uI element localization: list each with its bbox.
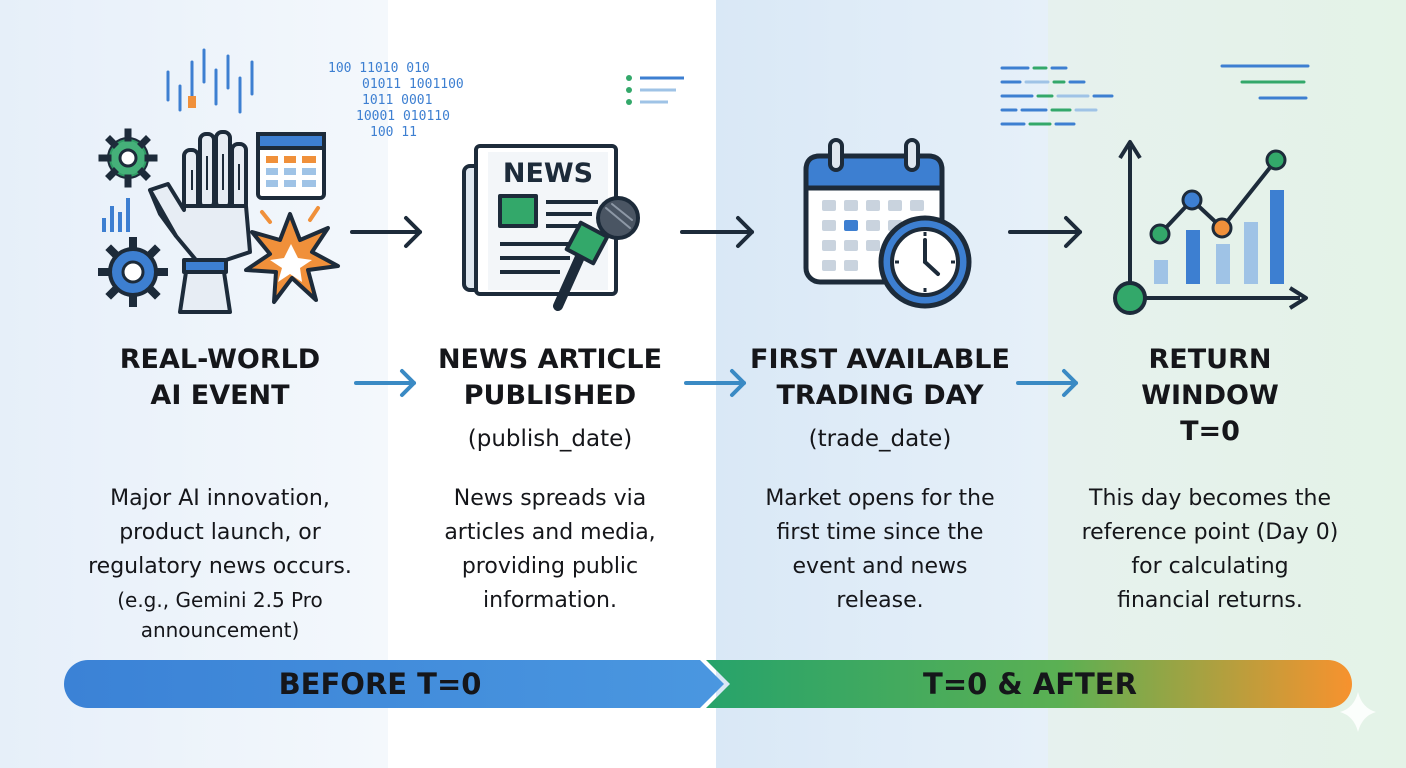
step-title-line: REAL-WORLD <box>119 344 321 375</box>
stage-band-event <box>0 0 388 768</box>
step-description-line: event and news <box>792 554 968 579</box>
step-description: This day becomes the reference point (Da… <box>1040 482 1380 618</box>
stage-band-return-window <box>1048 0 1406 768</box>
step-title-line: NEWS ARTICLE <box>437 344 663 375</box>
step-description-line: first time since the <box>776 520 984 545</box>
arrow-right-icon <box>354 369 416 397</box>
news-masthead: NEWS <box>503 158 593 189</box>
timeline-bar <box>64 660 1352 708</box>
step-title: FIRST AVAILABLE TRADING DAY <box>730 342 1030 414</box>
binary-code-decoration: 100 11010 010 01011 1001100 1011 0001 10… <box>328 61 464 140</box>
step-title-line: RETURN <box>1148 344 1272 375</box>
step-description: Market opens for the first time since th… <box>710 482 1050 618</box>
step-example-note: (e.g., Gemini 2.5 Pro announcement) <box>70 585 370 645</box>
candlestick-icon <box>166 48 254 114</box>
stage-band-trading-day <box>716 0 1048 768</box>
stage-band-news <box>388 0 716 768</box>
browser-window-icon <box>256 132 326 200</box>
step-title: RETURN WINDOW T=0 <box>1060 342 1360 450</box>
step-description: News spreads via articles and media, pro… <box>380 482 720 618</box>
binary-line: 01011 1001100 <box>362 77 464 92</box>
clock-icon <box>878 215 972 309</box>
step-subtitle: (trade_date) <box>808 426 952 452</box>
step-subtitle: (publish_date) <box>467 426 633 452</box>
timeline-after-label: T=0 & AFTER <box>923 667 1137 701</box>
newspaper-microphone-icon: NEWS <box>462 144 640 311</box>
step-description: Major AI innovation, product launch, or … <box>40 482 400 584</box>
step-description-line: reference point (Day 0) <box>1081 520 1339 545</box>
step-description-line: for calculating <box>1131 554 1289 579</box>
arrow-right-icon <box>350 216 422 248</box>
step-title-line: PUBLISHED <box>463 380 637 411</box>
step-description-line: Market opens for the <box>765 486 995 511</box>
newspaper-icon: NEWS <box>462 144 618 296</box>
step-description-line: release. <box>836 588 924 613</box>
binary-line: 100 11010 010 <box>328 61 430 76</box>
step-title-line: T=0 <box>1180 416 1240 447</box>
timeline-after-segment <box>706 660 1352 708</box>
step-description-line: Major AI innovation, <box>110 486 330 511</box>
green-gear-icon <box>98 128 158 188</box>
sparkle-icon <box>1340 692 1376 732</box>
step-title: REAL-WORLD AI EVENT <box>70 342 370 414</box>
step-description-line: This day becomes the <box>1089 486 1331 511</box>
binary-line: 1011 0001 <box>362 93 432 108</box>
step-title: NEWS ARTICLE PUBLISHED <box>400 342 700 414</box>
step-description-line: providing public <box>461 554 639 579</box>
step-title-line: WINDOW <box>1141 380 1279 411</box>
binary-line: 100 11 <box>370 125 417 140</box>
robot-hand-icon <box>98 48 340 314</box>
timeline-before-segment <box>64 660 724 708</box>
mini-bar-chart-icon <box>102 198 130 232</box>
step-description-line: financial returns. <box>1117 588 1303 613</box>
step-title-line: TRADING DAY <box>776 380 984 411</box>
step-description-line: regulatory news occurs. <box>88 554 352 579</box>
arrow-right-icon <box>680 216 754 248</box>
step-description-line: product launch, or <box>119 520 321 545</box>
timeline-before-label: BEFORE T=0 <box>278 667 482 701</box>
step-description-line: articles and media, <box>444 520 656 545</box>
list-lines-decoration <box>626 75 684 105</box>
step-note-line: (e.g., Gemini 2.5 Pro <box>117 588 323 612</box>
step-title-line: AI EVENT <box>150 380 290 411</box>
calendar-clock-icon <box>803 138 972 309</box>
arrow-right-icon <box>1016 369 1078 397</box>
robotic-hand-icon <box>148 130 252 314</box>
microphone-icon <box>553 196 640 311</box>
step-title-line: FIRST AVAILABLE <box>750 344 1010 375</box>
step-note-line: announcement) <box>140 618 300 642</box>
spark-burst-icon <box>244 206 340 304</box>
binary-line: 10001 010110 <box>356 109 450 124</box>
code-lines-decoration <box>1000 64 1310 126</box>
growth-chart-icon <box>1113 140 1308 315</box>
blue-gear-icon <box>98 237 168 307</box>
flow-arrows-lower <box>354 369 1078 397</box>
step-description-line: information. <box>483 588 617 613</box>
step-description-line: News spreads via <box>453 486 647 511</box>
flow-arrows-upper <box>350 216 1082 248</box>
arrow-right-icon <box>1008 216 1082 248</box>
arrow-right-icon <box>684 369 746 397</box>
chart-bars <box>1154 190 1284 284</box>
